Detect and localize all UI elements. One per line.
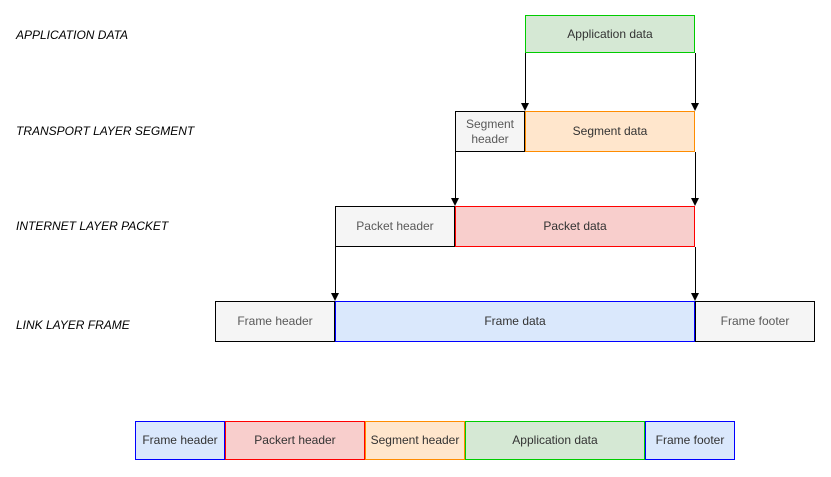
arrow-line: [695, 152, 696, 200]
composite-segment-packert-header: Packert header: [225, 421, 365, 460]
arrow-line: [525, 53, 526, 105]
frame-footer-box: Frame footer: [695, 301, 815, 342]
composite-segment-frame-header: Frame header: [135, 421, 225, 460]
layer-label-internet-layer-packet: INTERNET LAYER PACKET: [16, 219, 169, 233]
packet-data-box: Packet data: [455, 206, 695, 247]
arrow-segment-to-packet-right: [691, 152, 700, 206]
arrow-head-icon: [331, 293, 339, 301]
arrow-head-icon: [691, 198, 699, 206]
arrow-line: [335, 247, 336, 295]
arrow-packet-to-frame-right: [691, 247, 700, 301]
layer-label-transport-layer-segment: TRANSPORT LAYER SEGMENT: [16, 124, 195, 138]
arrow-app-to-segment-right: [691, 53, 700, 111]
segment-data-box: Segment data: [525, 111, 695, 152]
frame-data-box: Frame data: [335, 301, 695, 342]
frame-header-box: Frame header: [215, 301, 335, 342]
layer-label-link-layer-frame: LINK LAYER FRAME: [16, 318, 130, 332]
arrow-segment-to-packet-left: [451, 152, 460, 206]
arrow-line: [695, 247, 696, 295]
arrow-packet-to-frame-left: [331, 247, 340, 301]
composite-segment-segment-header: Segment header: [365, 421, 465, 460]
arrow-head-icon: [691, 293, 699, 301]
arrow-head-icon: [451, 198, 459, 206]
layer-label-application-data: APPLICATION DATA: [16, 28, 129, 42]
segment-header-box: Segment header: [455, 111, 525, 152]
arrow-line: [695, 53, 696, 105]
application-data-box: Application data: [525, 15, 695, 53]
arrow-line: [455, 152, 456, 200]
arrow-app-to-segment-left: [521, 53, 530, 111]
composite-segment-frame-footer: Frame footer: [645, 421, 735, 460]
arrow-head-icon: [691, 103, 699, 111]
composite-segment-application-data: Application data: [465, 421, 645, 460]
packet-header-box: Packet header: [335, 206, 455, 247]
arrow-head-icon: [521, 103, 529, 111]
